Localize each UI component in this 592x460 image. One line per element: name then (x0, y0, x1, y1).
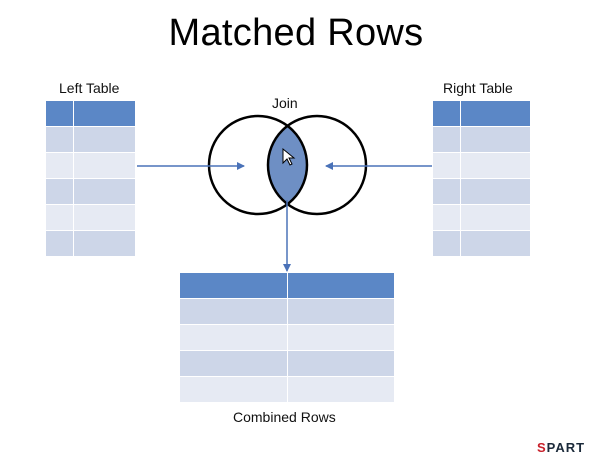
combined-table-header-cell (179, 272, 288, 299)
left-table-label: Left Table (59, 80, 120, 96)
spartan-logo: SPART (537, 440, 586, 455)
left-table-cell (73, 152, 136, 179)
join-label: Join (272, 95, 298, 111)
cursor-icon (282, 147, 296, 166)
combined-rows-label: Combined Rows (233, 409, 336, 425)
right-table-label: Right Table (443, 80, 513, 96)
left-table-cell (45, 152, 74, 179)
right-table-cell (432, 230, 461, 257)
right-table-cell (432, 152, 461, 179)
right-table-cell (460, 178, 531, 205)
left-table (45, 100, 136, 257)
combined-table-cell (287, 376, 395, 403)
venn-left-circle (207, 114, 309, 216)
left-table-cell (73, 204, 136, 231)
right-table-cell (460, 204, 531, 231)
left-table-cell (73, 230, 136, 257)
left-table-header-cell (73, 100, 136, 127)
left-table-cell (73, 126, 136, 153)
combined-table-cell (287, 298, 395, 325)
right-table-header-cell (432, 100, 461, 127)
left-table-cell (45, 178, 74, 205)
left-table-cell (45, 126, 74, 153)
combined-table-cell (179, 298, 288, 325)
left-table-cell (45, 204, 74, 231)
venn-right-circle (266, 114, 368, 216)
right-table-cell (460, 152, 531, 179)
combined-table (179, 272, 395, 403)
venn-intersection (268, 116, 307, 214)
right-table-cell (432, 204, 461, 231)
right-table-cell (432, 126, 461, 153)
combined-table-cell (179, 350, 288, 377)
combined-table-cell (287, 324, 395, 351)
right-table-cell (432, 178, 461, 205)
combined-table-cell (179, 324, 288, 351)
left-table-cell (45, 230, 74, 257)
right-table (432, 100, 531, 257)
slide-title: Matched Rows (168, 12, 424, 54)
right-table-cell (460, 230, 531, 257)
